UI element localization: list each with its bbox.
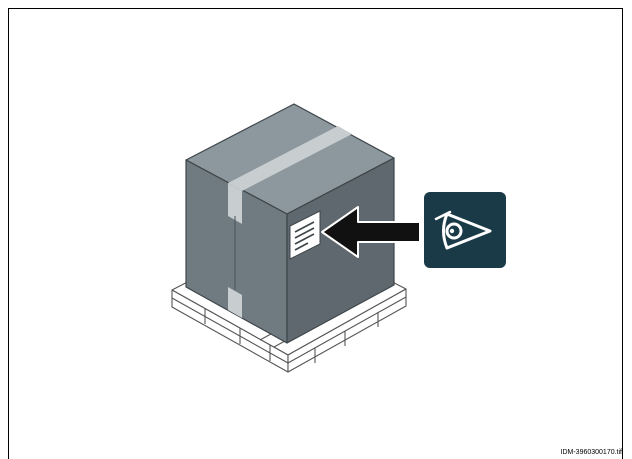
- figure-frame: [8, 8, 623, 459]
- cardboard-box-icon: [185, 103, 395, 344]
- image-id-caption: IDM-3960300170.tif: [560, 449, 622, 456]
- shipping-label-icon: [289, 210, 321, 260]
- arrow-left-icon: [321, 206, 421, 258]
- visual-inspection-eye-icon: [424, 192, 506, 268]
